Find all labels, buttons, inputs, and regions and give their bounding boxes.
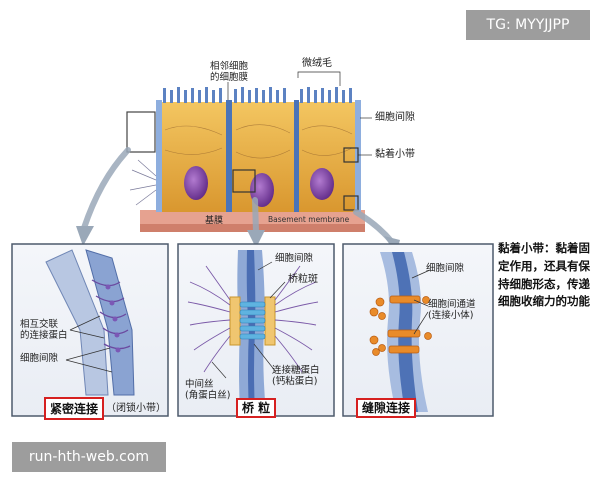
label-intercellular-space-p2: 细胞间隙 <box>275 253 314 264</box>
nucleus-1 <box>184 166 208 200</box>
desmosome-plaque-left <box>229 296 241 346</box>
tight-junction-illustration <box>45 249 135 396</box>
label-neighbor-membrane: 相邻细胞 的细胞膜 <box>210 61 249 83</box>
panel3-title-group: 缝隙连接 <box>356 397 417 418</box>
label-adhesion-belt: 黏着小带 <box>375 149 415 160</box>
title-tight-junction: 紧密连接 <box>44 397 105 420</box>
label-microvilli: 微绒毛 <box>302 58 332 69</box>
connexon-channels <box>369 295 432 356</box>
watermark-tg: TG: MYYJJPP <box>466 10 590 40</box>
nucleus-3 <box>310 168 334 200</box>
label-basal-membrane: 基膜 <box>205 216 224 226</box>
desmosome-plaque-right <box>264 296 276 346</box>
title-gap-junction: 缝隙连接 <box>356 398 417 418</box>
panel1-title-group: 紧密连接 （闭锁小带） <box>44 397 166 420</box>
label-intermediate-filament: 中间丝 (角蛋白丝) <box>185 379 231 401</box>
side-note-adhesion-belt: 黏着小带：黏着固定作用，还具有保持细胞形态，传递细胞收缩力的功能 <box>498 241 590 309</box>
title-tight-junction-note: （闭锁小带） <box>106 402 167 414</box>
label-intercellular-space-p3: 细胞间隙 <box>426 263 465 274</box>
label-channel: 细胞间通道 (连接小体) <box>428 299 476 321</box>
watermark-site: run-hth-web.com <box>12 442 166 472</box>
label-intercellular-space-p1: 细胞间隙 <box>20 353 59 364</box>
label-linker-protein: 连接糖蛋白 (钙粘蛋白) <box>272 365 320 387</box>
gap-junction-illustration <box>369 252 432 412</box>
label-intercellular-space-top: 细胞间隙 <box>375 112 415 123</box>
label-crosslink-protein: 相互交联 的连接蛋白 <box>20 319 68 341</box>
label-basement-membrane-en: Basement membrane <box>268 215 350 224</box>
desmosome-illustration <box>187 250 319 412</box>
label-desmosome-plaque: 桥粒斑 <box>288 274 318 285</box>
epithelium-illustration <box>126 71 372 232</box>
title-desmosome: 桥 粒 <box>236 398 277 418</box>
panel2-title-group: 桥 粒 <box>236 397 277 418</box>
